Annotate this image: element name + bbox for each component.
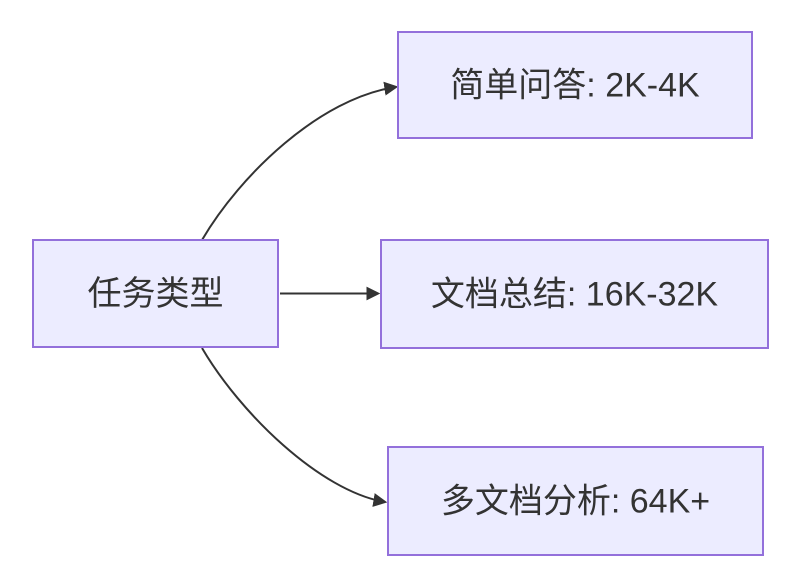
- node-doc-summary-label: 文档总结: 16K-32K: [431, 276, 719, 314]
- node-simple-qa: 简单问答: 2K-4K: [397, 31, 753, 139]
- node-doc-summary-box: [380, 239, 769, 349]
- node-task-type-label: 任务类型: [88, 275, 224, 313]
- node-doc-summary: 文档总结: 16K-32K: [380, 239, 769, 349]
- node-simple-qa-label: 简单问答: 2K-4K: [450, 67, 700, 105]
- node-multi-doc-box: [387, 446, 764, 556]
- node-multi-doc: 多文档分析: 64K+: [387, 446, 764, 556]
- node-simple-qa-box: [397, 31, 753, 139]
- node-task-type-box: [32, 239, 279, 348]
- edge-task-type-to-simple-qa: [201, 81, 399, 241]
- node-task-type: 任务类型: [32, 239, 279, 348]
- node-multi-doc-label: 多文档分析: 64K+: [441, 483, 710, 521]
- edge-layer: [201, 81, 399, 507]
- edge-task-type-to-multi-doc: [201, 347, 388, 507]
